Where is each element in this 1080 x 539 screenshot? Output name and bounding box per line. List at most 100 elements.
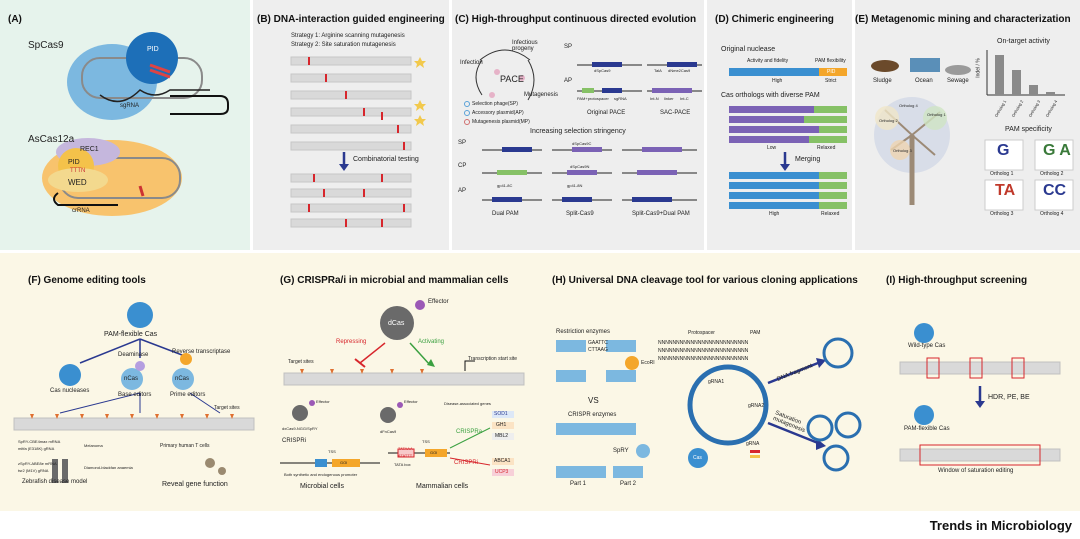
h-grna1: gRNA1	[708, 379, 725, 385]
crispr-ai-graphic	[280, 300, 525, 476]
h-seq2: CTTAAG	[588, 347, 608, 353]
h-seq1: GAATTC	[588, 340, 608, 346]
f-zl1: SpRY-CBE4max mRNA	[18, 439, 61, 444]
f-base: Base editors	[118, 392, 152, 398]
tree-orth-1: Ortholog 1	[927, 112, 946, 117]
f-casnuc: Cas nucleases	[50, 388, 90, 394]
logo-orth-1: Ortholog 1	[990, 171, 1014, 177]
cp-label: CP	[458, 163, 467, 169]
g-gene-1: SOD1	[494, 411, 508, 417]
pace-cycle	[464, 49, 702, 202]
activity-label: Activity and fidelity	[747, 58, 789, 64]
i-pamflex: PAM-flexible Cas	[904, 426, 950, 432]
g-both: Both synthetic and endogenous promoter	[284, 472, 358, 477]
crrna-label: crRNA	[72, 208, 90, 214]
spcas9-structure	[42, 32, 229, 216]
logo-orth-3: Ortholog 3	[990, 211, 1014, 217]
legend-ap: Accessory plasmid(AP)	[472, 110, 524, 116]
pamproto-label: PAM+protospacer	[577, 96, 609, 101]
f-deaminase: Deaminase	[118, 352, 149, 358]
f-zl4: tsr2 (M1V) gRNA	[18, 468, 49, 473]
h-cas: Cas	[693, 455, 702, 461]
h-spry: SpRY	[613, 448, 629, 454]
infectious-text: Infectious progeny	[512, 40, 538, 52]
logo-1: G	[997, 142, 1010, 159]
f-ncas2: nCas	[175, 376, 190, 382]
h-part1: Part 1	[570, 481, 587, 487]
g-tata1: TATAAA	[398, 446, 413, 451]
g-gene-5: UCP3	[495, 469, 509, 475]
infection-text: Infection	[460, 60, 483, 66]
rec1-label: REC1	[80, 146, 99, 153]
i-hdr: HDR, PE, BE	[988, 394, 1030, 401]
h-restriction: Restriction enzymes	[556, 329, 611, 335]
ocean-label: Ocean	[915, 78, 933, 84]
panel-f-title: (F) Genome editing tools	[28, 275, 146, 286]
sewage-label: Sewage	[947, 78, 969, 84]
gp41bn-label: gp41-8N	[567, 183, 583, 188]
intn-label: Int-N	[650, 96, 659, 101]
stringency-label: Increasing selection stringency	[530, 128, 626, 135]
panel-c: (C) High-throughput continuous directed …	[452, 0, 704, 250]
h-pam: PAM	[750, 330, 761, 336]
f-tcells: Primary human T cells	[160, 443, 210, 449]
logo-2: G A	[1043, 142, 1071, 159]
g-tss2: TSS	[328, 449, 336, 454]
g-tatabox: TATA box	[394, 462, 411, 467]
ap-label: AP	[564, 78, 573, 84]
panel-c-title: (C) High-throughput continuous directed …	[455, 14, 697, 25]
merging-label: Merging	[795, 156, 821, 163]
original-label: Original nuclease	[721, 46, 776, 53]
h-part2: Part 2	[620, 481, 637, 487]
g-tss: Transcription start site	[468, 356, 517, 362]
low-label: Low	[767, 145, 777, 151]
splitdual-label: Split-Cas9+Dual PAM	[632, 211, 690, 217]
dnme2cas9-label: dNme2Cas9	[668, 68, 691, 73]
gp41bc-label: gp41-8C	[497, 183, 513, 188]
h-crispr: CRISPR enzymes	[568, 412, 617, 418]
relaxed2-label: Relaxed	[821, 211, 840, 217]
panel-e-title: (E) Metagenomic mining and characterizat…	[855, 14, 1071, 25]
g-target: Target sites	[288, 359, 314, 365]
g-goi: GOI	[340, 460, 348, 465]
g-goi2: GOI	[430, 450, 438, 455]
tree-orth-4: Ortholog 4	[899, 103, 918, 108]
h-grna2: gRNA2	[748, 403, 765, 409]
indel-label: Indel / %	[975, 58, 982, 78]
combinatorial-text: Combinatorial testing	[353, 156, 419, 163]
g-crispri2: CRISPRi	[454, 460, 479, 466]
g-gene-2: GH1	[496, 422, 507, 428]
panel-b: (B) DNA-interaction guided engineering S…	[253, 0, 449, 250]
pace-text: PACE	[500, 74, 524, 84]
g-crispra: CRISPRa	[456, 429, 483, 435]
panel-d: (D) Chimeric engineering Original nuclea…	[707, 0, 852, 250]
ascas12a-label: AsCas12a	[28, 134, 75, 145]
g-effector2: Effector	[316, 399, 330, 404]
mutagenesis-bars	[290, 56, 426, 228]
metagenomic-graphic	[871, 50, 1074, 211]
spcas9-label: SpCas9	[28, 40, 64, 51]
panel-i-title: (I) High-throughput screening	[886, 275, 1028, 286]
g-gene-4: ABCA1	[494, 458, 511, 464]
f-zl3: zSpRY-ABE8e mRNA	[18, 461, 57, 466]
dspcas9c-label: dSpCas9C	[572, 141, 592, 146]
pamflex-label: PAM flexibility	[815, 58, 846, 64]
strategy2-text: Strategy 2: Site saturation mutagenesis	[291, 42, 396, 48]
f-zebrafish: Zebrafish disease model	[22, 479, 88, 485]
g-dxcas: dxCas9-NGG/SpRY	[282, 426, 318, 431]
tree-orth-3: Ortholog 3	[893, 148, 912, 153]
g-dcas: dCas	[388, 320, 405, 327]
logo-4: CC	[1043, 182, 1067, 199]
g-effector: Effector	[428, 299, 449, 305]
g-mammalian: Mammalian cells	[416, 483, 469, 490]
orthologs-label: Cas orthologs with diverse PAM	[721, 92, 820, 99]
tala-label: TalA	[654, 68, 662, 73]
h-grna: gRNA	[746, 441, 760, 447]
ap-label-2: AP	[458, 188, 467, 194]
logo-orth-2: Ortholog 2	[1040, 171, 1064, 177]
panel-e: (E) Metagenomic mining and characterizat…	[855, 0, 1080, 250]
h-protospacer: Protospacer	[688, 330, 715, 336]
g-gene-3: MBL2	[495, 433, 509, 439]
intc-label: Int-C	[680, 96, 689, 101]
f-pamflex: PAM-flexible Cas	[104, 331, 158, 338]
